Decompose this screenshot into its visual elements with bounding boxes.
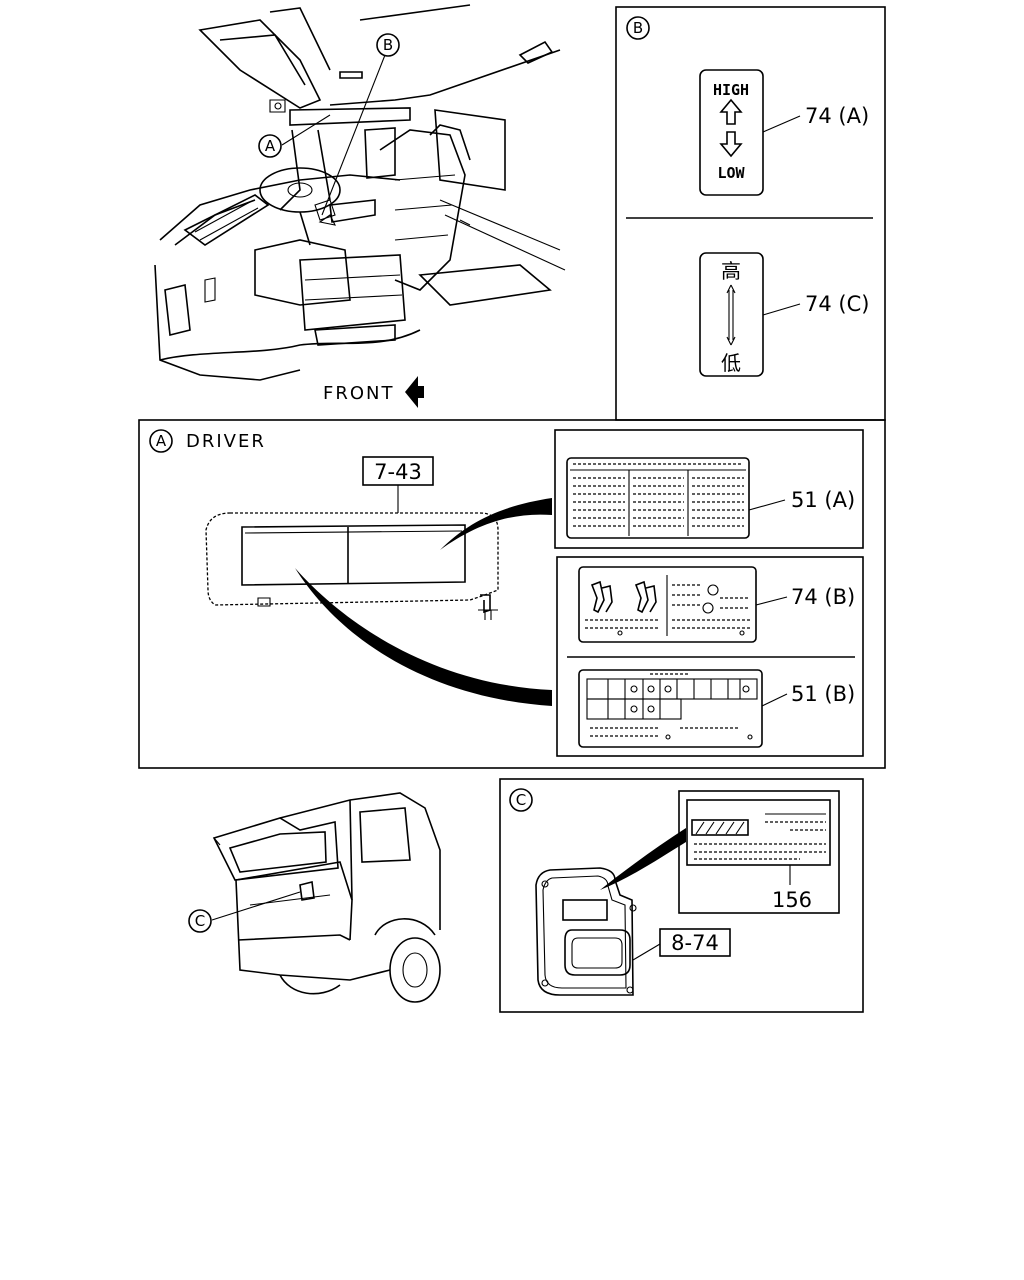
sticker-74a: HIGH LOW	[699, 69, 764, 196]
sticker-high-text: HIGH	[713, 81, 749, 99]
panel-c: C 156	[499, 778, 864, 1013]
sticker-high-jp-text: 高	[721, 259, 741, 283]
ref-874-box	[659, 928, 731, 957]
ref-74b: 74 (B)	[791, 585, 855, 609]
ref-874: 8-74	[671, 931, 719, 955]
panel-b-callout: B	[633, 19, 643, 37]
truck-exterior-illustration	[211, 792, 441, 1003]
sun-visor	[205, 512, 499, 620]
callout-a-cab-label: A	[265, 137, 276, 155]
ref-51a: 51 (A)	[791, 488, 855, 512]
front-indicator: FRONT	[323, 376, 424, 408]
callout-a-cab: A	[258, 134, 282, 158]
cab-interior-illustration	[154, 4, 566, 381]
sticker-low-text: LOW	[717, 164, 745, 182]
arrow-up-icon	[719, 98, 743, 125]
ref-74c: 74 (C)	[805, 292, 869, 316]
callout-b-cab-label: B	[383, 36, 393, 54]
front-label: FRONT	[323, 383, 395, 404]
callout-b-cab: B	[376, 33, 400, 57]
ref-74a: 74 (A)	[805, 104, 869, 128]
ref-743: 7-43	[374, 460, 422, 484]
ref-156: 156	[772, 888, 812, 912]
sticker-box-156: 156	[678, 790, 840, 914]
arrow-updown-icon	[726, 284, 736, 346]
panel-c-callout: C	[516, 791, 526, 809]
callout-c-truck-label: C	[195, 912, 205, 930]
ref-51b: 51 (B)	[791, 682, 855, 706]
sticker-box-74b-51b	[556, 556, 864, 757]
leader-wedge-156	[600, 828, 686, 890]
panel-a: A DRIVER 7-43	[138, 419, 886, 769]
panel-b: B HIGH LOW 74 (A) 高 低 74 (C)	[615, 6, 886, 421]
sticker-74c: 高 低	[699, 252, 764, 377]
sticker-box-51a	[554, 429, 864, 549]
sticker-low-jp-text: 低	[721, 351, 741, 375]
callout-c-truck: C	[188, 909, 212, 933]
leader-wedge-51a	[440, 498, 552, 550]
arrow-down-icon	[719, 131, 743, 158]
panel-a-title: DRIVER	[186, 431, 266, 452]
door-panel	[535, 867, 637, 996]
front-arrow-icon	[405, 376, 424, 408]
panel-a-callout: A	[156, 432, 167, 450]
leader-wedge-51b	[295, 568, 552, 706]
